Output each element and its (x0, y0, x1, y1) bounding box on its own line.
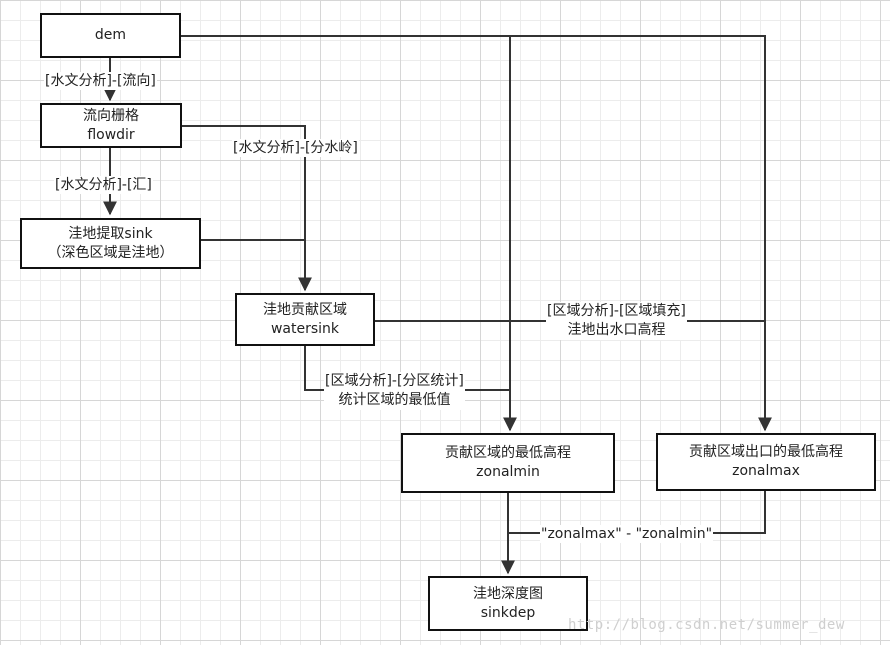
watermark: http://blog.csdn.net/summer_dew (568, 617, 845, 633)
edge-label-zonal-stats: [区域分析]-[分区统计] 统计区域的最低值 (324, 372, 465, 410)
node-watersink-id: watersink (270, 320, 340, 337)
node-sink-label: 洼地提取sink (68, 225, 153, 242)
node-sinkdep[interactable]: 洼地深度图 sinkdep (428, 576, 588, 631)
node-sink-note: （深色区域是洼地） (47, 244, 174, 261)
edge-dem-zonalmin (181, 35, 517, 432)
node-sinkdep-id: sinkdep (480, 604, 536, 621)
node-watersink-label: 洼地贡献区域 (263, 301, 347, 318)
edge-dem-zonalmax (510, 35, 772, 432)
edge-label-region-fill: [区域分析]-[区域填充] 洼地出水口高程 (546, 302, 687, 340)
edge-label-sink: [水文分析]-[汇] (54, 176, 153, 194)
edge-label-zonal-stats-desc: 统计区域的最低值 (338, 392, 451, 408)
node-zonalmax-id: zonalmax (732, 463, 800, 479)
edge-flowdir-watersink (182, 125, 312, 292)
node-sinkdep-label: 洼地深度图 (473, 585, 543, 602)
node-zonalmax[interactable]: 贡献区域出口的最低高程 zonalmax (656, 433, 876, 491)
edge-label-region-fill-op: [区域分析]-[区域填充] (547, 303, 686, 319)
node-zonalmin-id: zonalmin (476, 464, 540, 480)
node-zonalmax-label: 贡献区域出口的最低高程 (689, 444, 843, 460)
node-flowdir[interactable]: 流向栅格 flowdir (40, 103, 182, 148)
edge-label-region-fill-desc: 洼地出水口高程 (567, 322, 666, 338)
node-watersink[interactable]: 洼地贡献区域 watersink (235, 293, 375, 346)
node-flowdir-id: flowdir (87, 126, 135, 143)
node-dem[interactable]: dem (40, 13, 181, 58)
edge-label-zonal-stats-op: [区域分析]-[分区统计] (325, 373, 464, 389)
node-zonalmin[interactable]: 贡献区域的最低高程 zonalmin (401, 433, 615, 493)
node-dem-label: dem (94, 27, 127, 43)
edge-label-flow-direction: [水文分析]-[流向] (44, 72, 157, 90)
node-zonalmin-label: 贡献区域的最低高程 (445, 445, 571, 461)
edge-label-subtract: "zonalmax" - "zonalmin" (540, 525, 714, 543)
node-sink[interactable]: 洼地提取sink （深色区域是洼地） (20, 218, 201, 269)
edge-label-watershed: [水文分析]-[分水岭] (232, 139, 359, 157)
node-flowdir-label: 流向栅格 (83, 107, 139, 124)
